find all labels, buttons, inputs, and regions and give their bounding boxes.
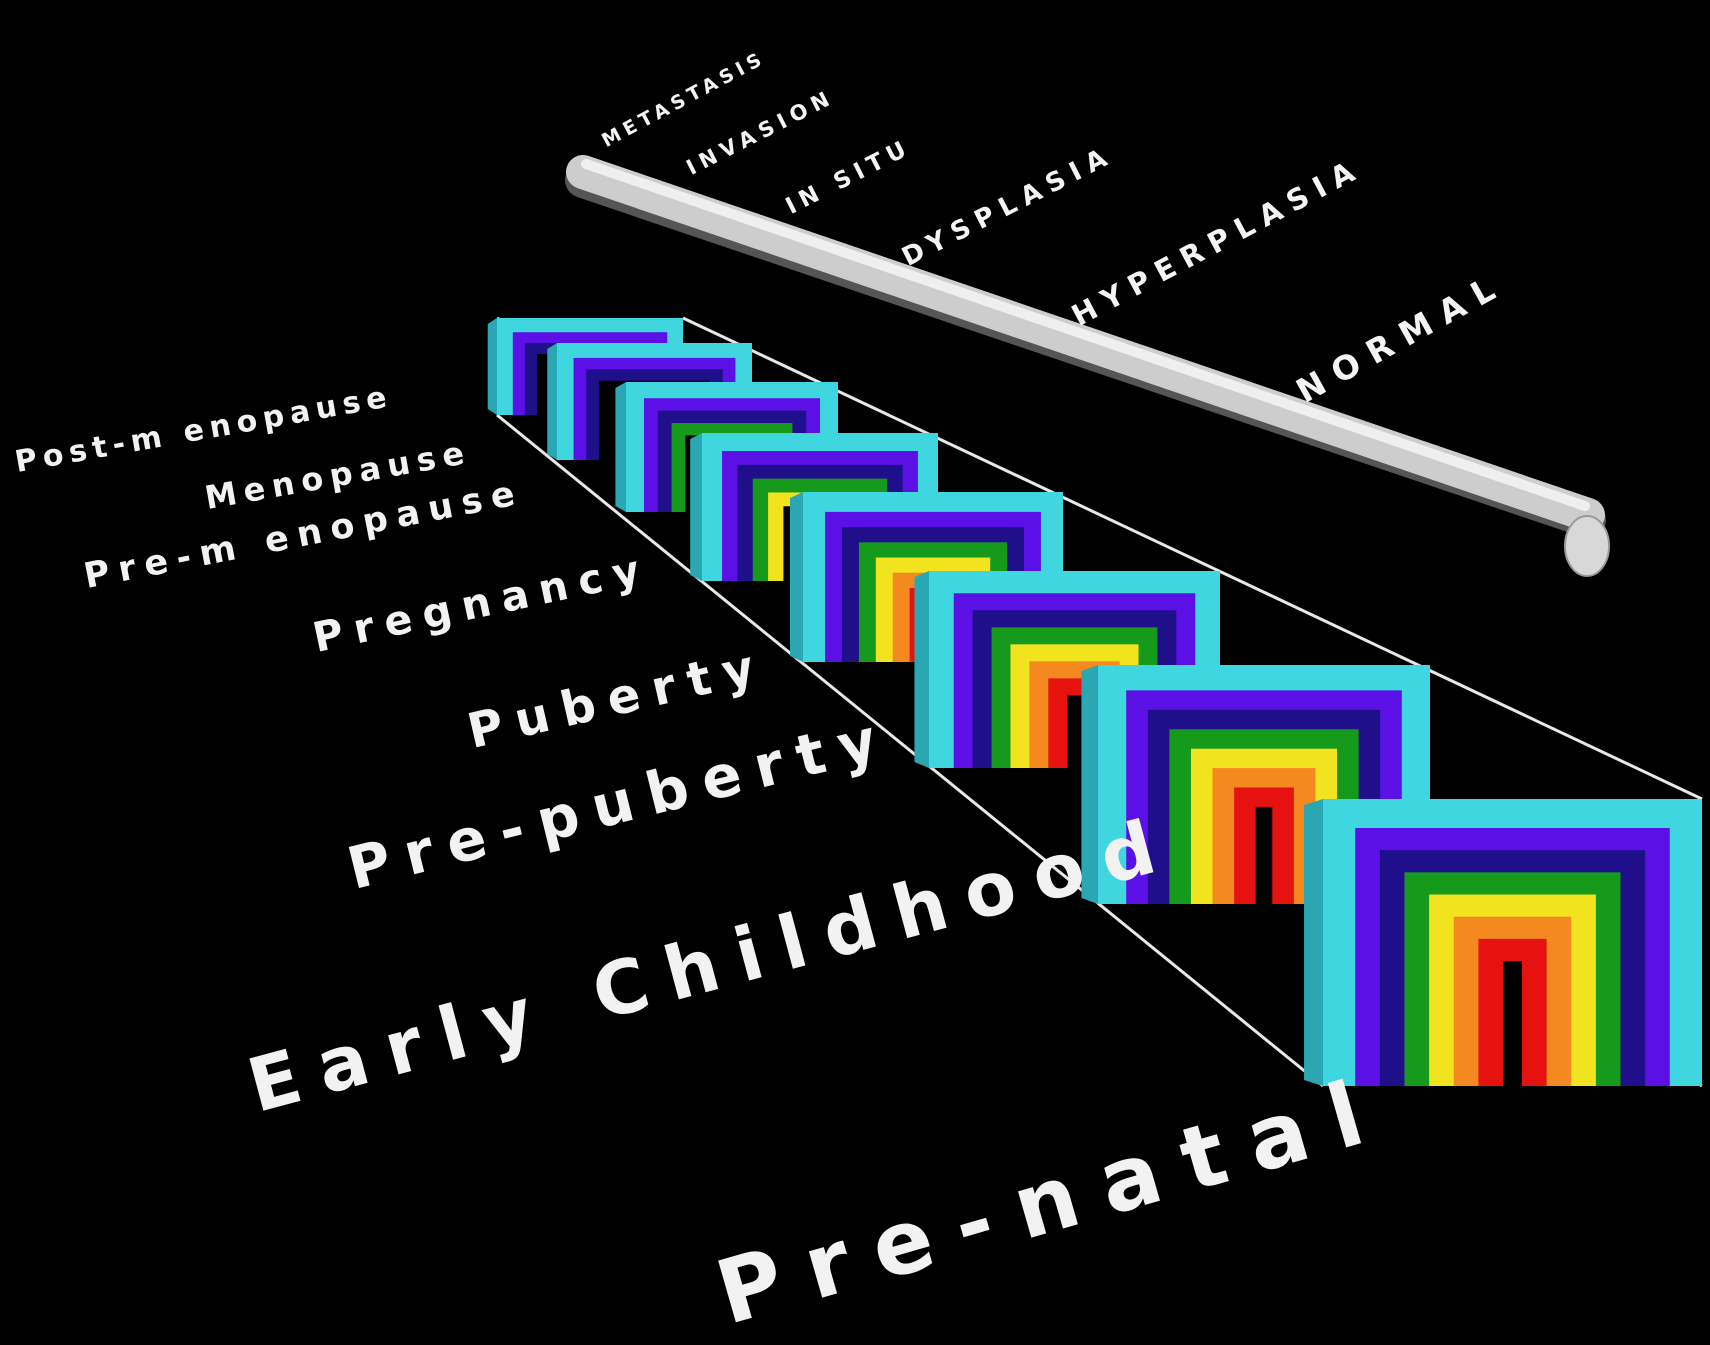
frame-pre-natal	[1304, 799, 1702, 1086]
frame-side-face	[547, 343, 557, 460]
frame-core	[1503, 961, 1522, 1086]
frame-core	[1256, 807, 1273, 904]
frame-side-face	[690, 433, 702, 581]
frame-side-face	[615, 382, 626, 512]
frame-core	[1067, 695, 1082, 768]
frame-side-face	[790, 492, 803, 662]
frame-side-face	[1304, 799, 1323, 1086]
frame-side-face	[914, 571, 929, 768]
rod-end-cap	[1565, 516, 1609, 576]
frame-side-face	[488, 318, 497, 415]
